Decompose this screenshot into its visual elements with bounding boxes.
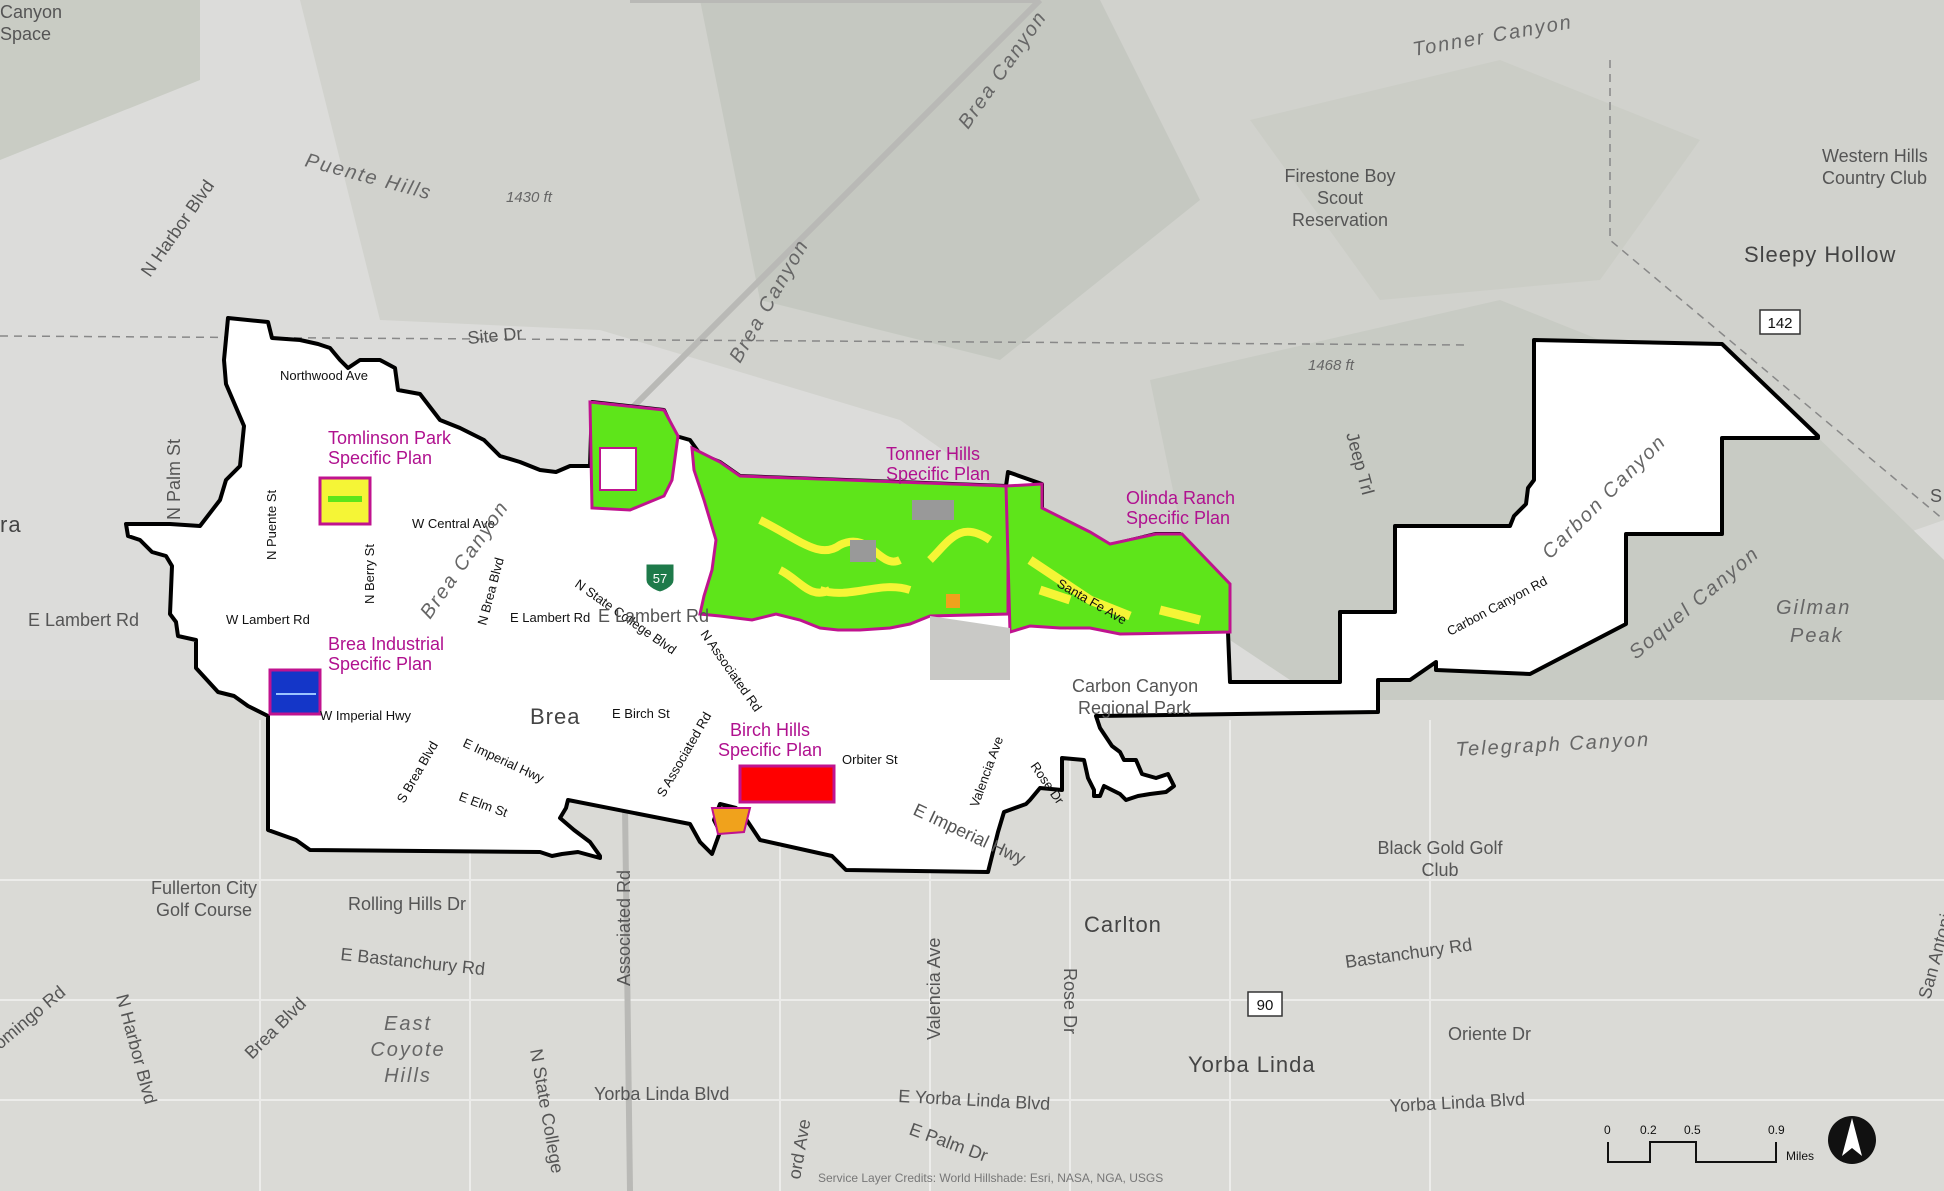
plan-label-olinda-1: Olinda Ranch: [1126, 488, 1235, 508]
place-gilman-2: Peak: [1790, 625, 1844, 647]
highway-142-icon: 142: [1759, 309, 1801, 335]
place-canyon-space-1: Canyon: [0, 2, 62, 22]
street-orbiter: Orbiter St: [842, 752, 898, 767]
street-w-central: W Central Ave: [412, 516, 495, 531]
place-canyon-space-2: Space: [0, 24, 51, 44]
plan-label-birch-2: Specific Plan: [718, 740, 822, 760]
highway-57-icon: 57: [645, 563, 675, 593]
road-associated-s: Associated Rd: [614, 870, 634, 986]
plan-label-tomlinson-1: Tomlinson Park: [328, 428, 452, 448]
plan-label-tonner-2: Specific Plan: [886, 464, 990, 484]
place-yorba-linda: Yorba Linda: [1188, 1052, 1316, 1077]
place-elev-1430: 1430 ft: [506, 189, 553, 206]
scale-tick-0: 0: [1604, 1123, 1611, 1137]
scale-tick-09: 0.9: [1768, 1123, 1785, 1137]
plan-label-tomlinson-2: Specific Plan: [328, 448, 432, 468]
plan-label-industrial-1: Brea Industrial: [328, 634, 444, 654]
street-n-puente: N Puente St: [264, 490, 279, 560]
place-carlton: Carlton: [1084, 912, 1162, 937]
street-w-imperial: W Imperial Hwy: [320, 708, 412, 723]
north-arrow-icon: [1828, 1116, 1876, 1164]
road-yorba-linda-blvd: Yorba Linda Blvd: [594, 1084, 729, 1104]
place-firestone-2: Scout: [1317, 188, 1363, 208]
place-gilman-1: Gilman: [1776, 597, 1851, 619]
place-s-edge: S: [1930, 486, 1942, 506]
place-brea: Brea: [530, 704, 580, 729]
place-east-coyote-2: Coyote: [370, 1039, 445, 1061]
plan-label-tonner-1: Tonner Hills: [886, 444, 980, 464]
street-e-birch: E Birch St: [612, 706, 670, 721]
place-east-coyote-3: Hills: [384, 1065, 432, 1087]
road-oriente: Oriente Dr: [1448, 1024, 1531, 1044]
hwy-142-label: 142: [1767, 315, 1792, 332]
street-w-lambert: W Lambert Rd: [226, 612, 310, 627]
place-sleepy-hollow: Sleepy Hollow: [1744, 242, 1896, 267]
hwy-90-label: 90: [1257, 997, 1274, 1014]
place-carbon-regional-1: Carbon Canyon: [1072, 676, 1198, 696]
place-black-gold-2: Club: [1421, 860, 1458, 880]
scale-bar: 0 0.2 0.5 0.9 Miles: [1604, 1123, 1814, 1163]
specific-plan-birch-hills[interactable]: [710, 764, 836, 836]
specific-plan-tonner-hills[interactable]: [588, 400, 1232, 636]
place-fullerton-1: Fullerton City: [151, 878, 257, 898]
highway-90-icon: 90: [1247, 991, 1283, 1017]
road-e-lambert-bg: E Lambert Rd: [28, 610, 139, 630]
place-black-gold-1: Black Gold Golf: [1377, 838, 1503, 858]
street-n-berry: N Berry St: [362, 544, 377, 604]
plan-label-olinda-2: Specific Plan: [1126, 508, 1230, 528]
plan-label-birch-1: Birch Hills: [730, 720, 810, 740]
scale-tick-02: 0.2: [1640, 1123, 1657, 1137]
street-northwood: Northwood Ave: [280, 368, 368, 383]
specific-plan-tomlinson[interactable]: [318, 476, 372, 526]
place-east-coyote-1: East: [384, 1013, 432, 1035]
place-western-hills-2: Country Club: [1822, 168, 1927, 188]
scale-unit: Miles: [1786, 1149, 1814, 1163]
specific-plan-brea-industrial[interactable]: [268, 668, 322, 716]
scale-tick-05: 0.5: [1684, 1123, 1701, 1137]
road-rolling-hills: Rolling Hills Dr: [348, 894, 466, 914]
road-site-dr: Site Dr: [467, 323, 524, 348]
road-e-lambert-city: E Lambert Rd: [598, 606, 709, 626]
road-n-palm: N Palm St: [164, 439, 184, 520]
place-ra: ra: [0, 512, 22, 537]
map-credits: Service Layer Credits: World Hillshade: …: [818, 1171, 1163, 1185]
plan-label-industrial-2: Specific Plan: [328, 654, 432, 674]
hwy-57-label: 57: [653, 571, 667, 586]
road-rose-s: Rose Dr: [1060, 968, 1080, 1034]
place-firestone-3: Reservation: [1292, 210, 1388, 230]
place-elev-1468: 1468 ft: [1308, 357, 1355, 374]
place-fullerton-2: Golf Course: [156, 900, 252, 920]
street-e-lambert: E Lambert Rd: [510, 610, 590, 625]
place-firestone-1: Firestone Boy: [1284, 166, 1395, 186]
regional-park-parcel: [930, 616, 1010, 680]
place-carbon-regional-2: Regional Park: [1078, 698, 1192, 718]
road-valencia-s: Valencia Ave: [924, 938, 944, 1040]
place-western-hills-1: Western Hills: [1822, 146, 1928, 166]
